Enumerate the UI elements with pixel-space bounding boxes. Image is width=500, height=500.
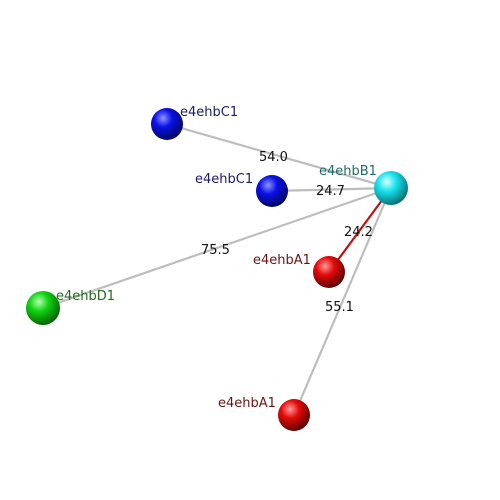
atom-label-e4ehbC1-mid: e4ehbC1 [195,172,253,187]
distance-c1top-b1: 54.0 [259,150,288,165]
atom-label-e4ehbB1: e4ehbB1 [319,164,377,179]
line-a1lower-b1 [292,187,393,416]
line-c1top-b1 [166,122,392,190]
atom-label-e4ehbA1-lower: e4ehbA1 [218,396,276,411]
distance-lines [42,122,393,416]
line-d1-b1 [42,186,392,310]
distance-a1lower-b1: 55.1 [325,300,354,315]
line-c1mid-b1 [271,186,392,193]
atom-label-e4ehbC1-top: e4ehbC1 [180,105,238,120]
atoms [26,108,408,431]
atom-e4ehbD1[interactable] [26,291,60,325]
line-a1upper-b1 [328,187,392,273]
distance-c1mid-b1: 24.7 [316,184,345,199]
distance-labels: 54.0 24.7 75.5 24.2 55.1 [201,150,373,315]
atom-labels: e4ehbC1 e4ehbC1 e4ehbB1 e4ehbA1 e4ehbD1 … [56,105,377,411]
atom-e4ehbC1-top[interactable] [151,108,183,140]
atom-label-e4ehbA1-upper: e4ehbA1 [253,253,311,268]
atom-e4ehbC1-mid[interactable] [256,175,288,207]
distance-a1upper-b1: 24.2 [344,225,373,240]
atom-e4ehbB1[interactable] [374,171,408,205]
distance-d1-b1: 75.5 [201,243,230,258]
atom-label-e4ehbD1: e4ehbD1 [56,289,115,304]
atom-e4ehbA1-lower[interactable] [278,399,310,431]
atom-e4ehbA1-upper[interactable] [313,256,345,288]
